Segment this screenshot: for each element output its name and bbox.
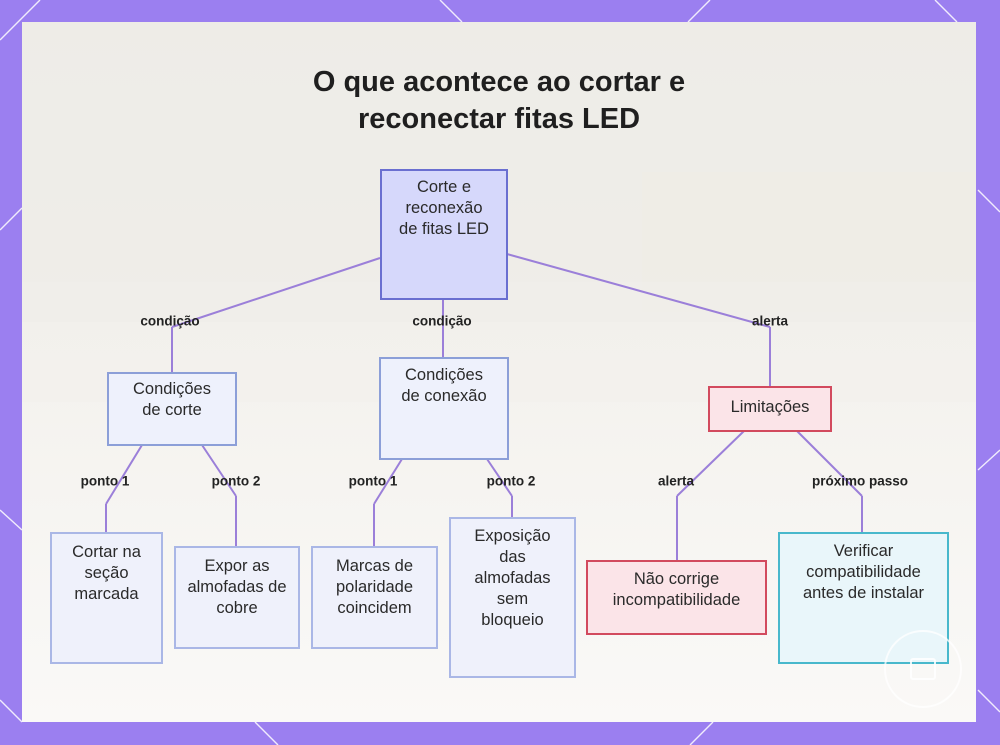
edge-label-lim-alert: alerta bbox=[657, 473, 695, 489]
edge-label-cut-p2: ponto 2 bbox=[211, 473, 261, 489]
node-exposure: Exposição das almofadas sem bloqueio bbox=[449, 517, 576, 678]
edge-cut-p2 bbox=[201, 444, 237, 497]
node-connection-conditions-label: Condições de conexão bbox=[401, 366, 487, 405]
diagram-card: O que acontece ao cortar e reconectar fi… bbox=[22, 22, 976, 722]
page-title: O que acontece ao cortar e reconectar fi… bbox=[312, 66, 686, 135]
node-cut-conditions: Condições de corte bbox=[107, 372, 237, 446]
node-root-label: Corte e reconexão de fitas LED bbox=[399, 178, 489, 238]
logo-circle-icon bbox=[884, 630, 962, 708]
node-limitations-label: Limitações bbox=[730, 398, 810, 416]
node-no-fix: Não corrige incompatibilidade bbox=[586, 560, 767, 635]
edge-label-root-lim: alerta bbox=[751, 313, 789, 329]
edge-label-conn-p2: ponto 2 bbox=[486, 473, 536, 489]
node-expose-copper-label: Expor as almofadas de cobre bbox=[187, 557, 287, 617]
node-no-fix-label: Não corrige incompatibilidade bbox=[612, 570, 741, 609]
node-verify-label: Verificar compatibilidade antes de insta… bbox=[802, 542, 925, 602]
edge-label-conn-p1: ponto 1 bbox=[348, 473, 398, 489]
edge-label-root-conn: condição bbox=[412, 313, 472, 329]
node-cut-marked: Cortar na seção marcada bbox=[50, 532, 163, 664]
node-polarity: Marcas de polaridade coincidem bbox=[311, 546, 438, 649]
edge-cut-p1 bbox=[105, 444, 143, 505]
edge-label-lim-next: próximo passo bbox=[811, 473, 909, 489]
edges bbox=[105, 253, 863, 560]
edge-conn-p1 bbox=[373, 458, 403, 505]
node-root: Corte e reconexão de fitas LED bbox=[380, 169, 508, 300]
node-verify: Verificar compatibilidade antes de insta… bbox=[778, 532, 949, 664]
edge-label-root-cut: condição bbox=[140, 313, 200, 329]
edge-conn-p2 bbox=[486, 458, 513, 497]
edge-label-cut-p1: ponto 1 bbox=[80, 473, 130, 489]
node-cut-marked-label: Cortar na seção marcada bbox=[72, 543, 141, 603]
node-connection-conditions: Condições de conexão bbox=[379, 357, 509, 460]
node-polarity-label: Marcas de polaridade coincidem bbox=[335, 557, 414, 617]
node-exposure-label: Exposição das almofadas sem bloqueio bbox=[474, 527, 551, 629]
edge-root-lim bbox=[506, 253, 771, 328]
node-expose-copper: Expor as almofadas de cobre bbox=[174, 546, 300, 649]
edge-lim-next bbox=[796, 430, 863, 497]
edge-root-cut bbox=[171, 257, 381, 328]
node-cut-conditions-label: Condições de corte bbox=[133, 380, 211, 419]
node-limitations: Limitações bbox=[708, 386, 832, 432]
edge-lim-alert bbox=[676, 430, 745, 497]
